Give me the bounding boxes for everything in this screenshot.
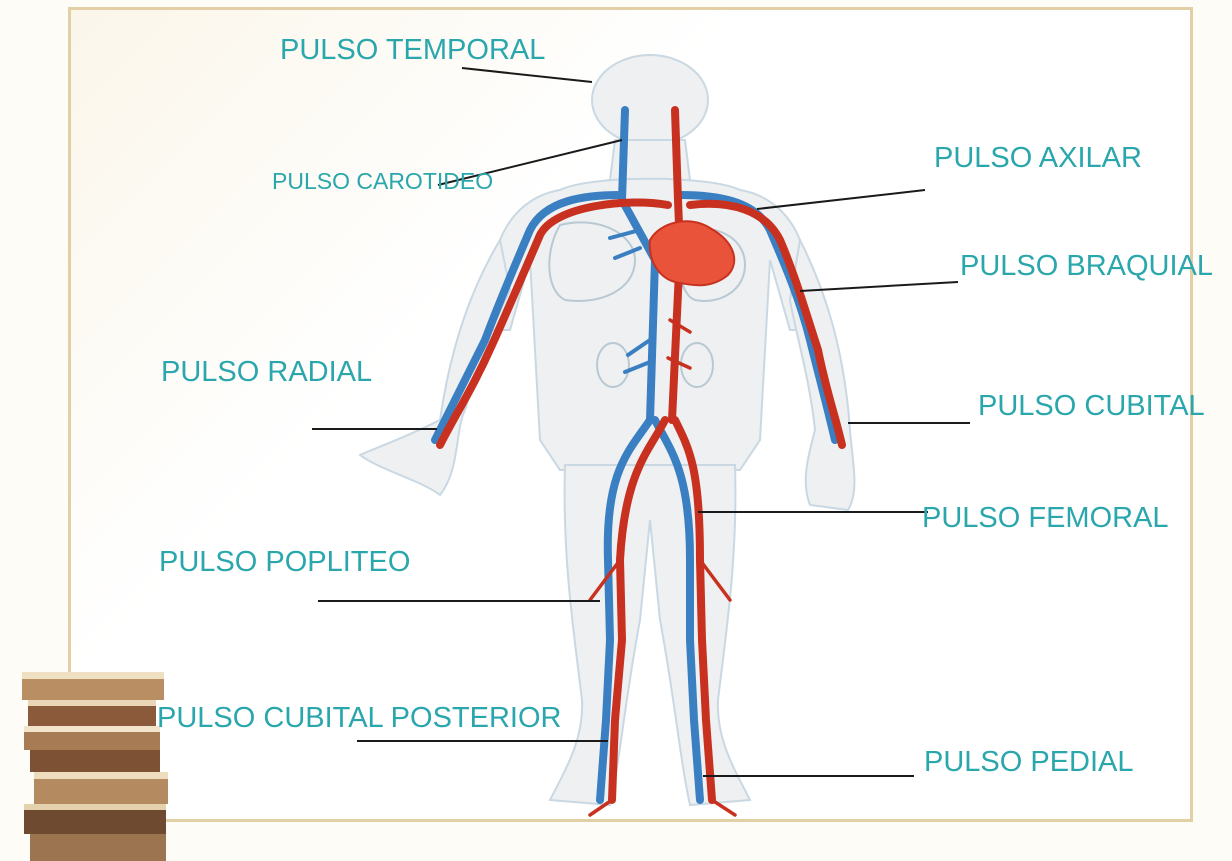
label-pulso-pedial: PULSO PEDIAL — [924, 748, 1134, 777]
book-stack-image — [22, 672, 168, 861]
label-pulso-cubital-posterior: PULSO CUBITAL POSTERIOR — [157, 704, 561, 733]
label-pulso-femoral: PULSO FEMORAL — [922, 504, 1169, 533]
label-pulso-popliteo: PULSO POPLITEO — [159, 548, 410, 577]
label-pulso-radial: PULSO RADIAL — [161, 358, 372, 387]
label-pulso-cubital: PULSO CUBITAL — [978, 392, 1205, 421]
label-pulso-braquial: PULSO BRAQUIAL — [960, 252, 1213, 281]
label-pulso-carotideo: PULSO CAROTIDEO — [272, 170, 493, 193]
label-pulso-temporal: PULSO TEMPORAL — [280, 36, 545, 65]
label-pulso-axilar: PULSO AXILAR — [934, 144, 1142, 173]
